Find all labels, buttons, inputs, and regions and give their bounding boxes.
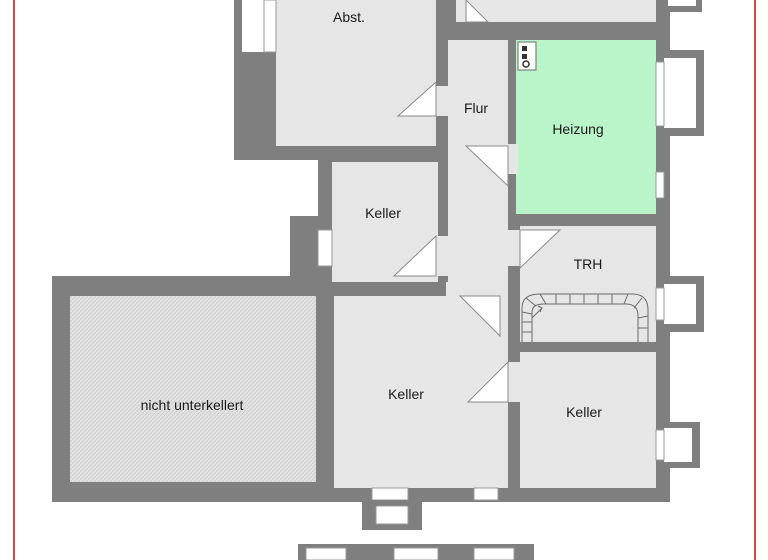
label-keller-right: Keller — [566, 404, 602, 420]
label-nicht-unterkellert: nicht unterkellert — [141, 397, 244, 413]
label-flur: Flur — [464, 100, 488, 116]
window-bays — [234, 0, 704, 468]
staircase — [521, 293, 649, 342]
room-nicht-unterkellert — [70, 296, 316, 482]
label-heizung: Heizung — [552, 121, 603, 137]
label-abst: Abst. — [333, 9, 365, 25]
windows — [263, 0, 665, 560]
room-heizung — [516, 40, 656, 214]
doors — [392, 0, 562, 403]
room-abst — [276, 0, 436, 146]
label-keller-mid: Keller — [365, 205, 401, 221]
room-top-right — [456, 0, 656, 22]
room-keller-right — [520, 352, 656, 488]
room-floors — [70, 0, 656, 488]
boiler-icon — [517, 41, 537, 71]
label-keller-center: Keller — [388, 386, 424, 402]
label-trh: TRH — [574, 256, 603, 272]
